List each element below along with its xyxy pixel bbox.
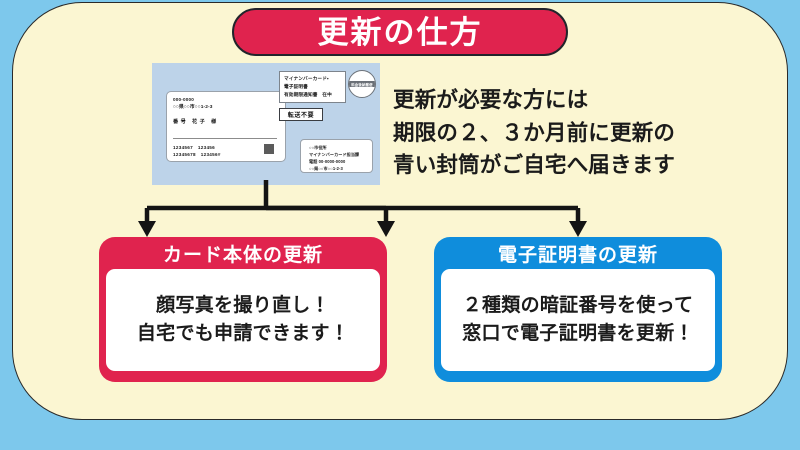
envelope-sender-line-3: 電話 00-0000-0000 (309, 159, 346, 165)
card-body-renewal-line-2: 自宅でも申請できます！ (136, 323, 350, 344)
envelope-notice-label-line-3: 有効期限通知書 在中 (284, 92, 332, 98)
envelope-address-card: 000-0000 ○○県○○市○○1-2-3 番号 花子 様 1234567 1… (166, 91, 286, 162)
digital-certificate-renewal-box[interactable]: 電子証明書の更新 ２種類の暗証番号を使って 窓口で電子証明書を更新！ (434, 237, 722, 382)
lead-description: 更新が必要な方には 期限の２、３か月前に更新の 青い封筒がご自宅へ届きます (393, 84, 675, 182)
envelope-address: ○○県○○市○○1-2-3 (173, 104, 213, 110)
lead-line-2: 期限の２、３か月前に更新の (393, 120, 676, 145)
envelope-sender-line-4: ○○県○○市○○1-2-3 (309, 166, 343, 172)
arrow-head-left (138, 221, 156, 237)
page-title-banner: 更新の仕方 (232, 8, 568, 56)
lead-line-3: 青い封筒がご自宅へ届きます (393, 153, 676, 178)
envelope-illustration: 000-0000 ○○県○○市○○1-2-3 番号 花子 様 1234567 1… (152, 63, 380, 185)
digital-certificate-renewal-body: ２種類の暗証番号を使って 窓口で電子証明書を更新！ (441, 269, 715, 371)
branch-connector-arrows (138, 180, 587, 237)
digital-certificate-renewal-line-2: 窓口で電子証明書を更新！ (462, 323, 694, 344)
digital-certificate-renewal-header: 電子証明書の更新 (497, 244, 658, 266)
postal-stamp-text: 料金後納郵便 (349, 81, 375, 87)
envelope-notice-label-line-1: マイナンバーカード・ (284, 76, 329, 81)
envelope-no-forwarding-box: 転送不要 (279, 108, 323, 121)
card-body-renewal-body: 顔写真を撮り直し！ 自宅でも申請できます！ (106, 269, 380, 371)
envelope-divider (173, 138, 277, 139)
digital-certificate-renewal-line-1: ２種類の暗証番号を使って (462, 294, 694, 316)
page-title: 更新の仕方 (317, 14, 483, 50)
envelope-zip-code: 000-0000 (173, 97, 195, 102)
envelope-sender-box: ○○市役所 マイナンバーカード担当課 電話 00-0000-0000 ○○県○○… (300, 139, 373, 173)
envelope-notice-label-line-2: 電子証明書 (284, 84, 308, 90)
envelope-sender-line-1: ○○市役所 (309, 145, 327, 150)
card-body-renewal-header: カード本体の更新 (162, 244, 323, 266)
lead-line-1: 更新が必要な方には (393, 88, 589, 112)
envelope-sender-line-2: マイナンバーカード担当課 (309, 152, 360, 158)
arrow-head-right-branch (569, 221, 587, 237)
envelope-barcode-block (264, 144, 274, 154)
envelope-no-forwarding-text: 転送不要 (287, 113, 315, 119)
card-body-renewal-box[interactable]: カード本体の更新 顔写真を撮り直し！ 自宅でも申請できます！ (99, 237, 387, 382)
card-body-renewal-line-1: 顔写真を撮り直し！ (156, 294, 330, 316)
envelope-notice-label: マイナンバーカード・ 電子証明書 有効期限通知書 在中 (279, 71, 346, 103)
envelope-reference-numbers: 1234567 123456 12345678 123456# (173, 145, 221, 158)
arrow-head-right (377, 221, 395, 237)
postal-stamp-icon: 料金後納郵便 (348, 70, 376, 98)
envelope-recipient-name: 番号 花子 様 (173, 119, 219, 126)
